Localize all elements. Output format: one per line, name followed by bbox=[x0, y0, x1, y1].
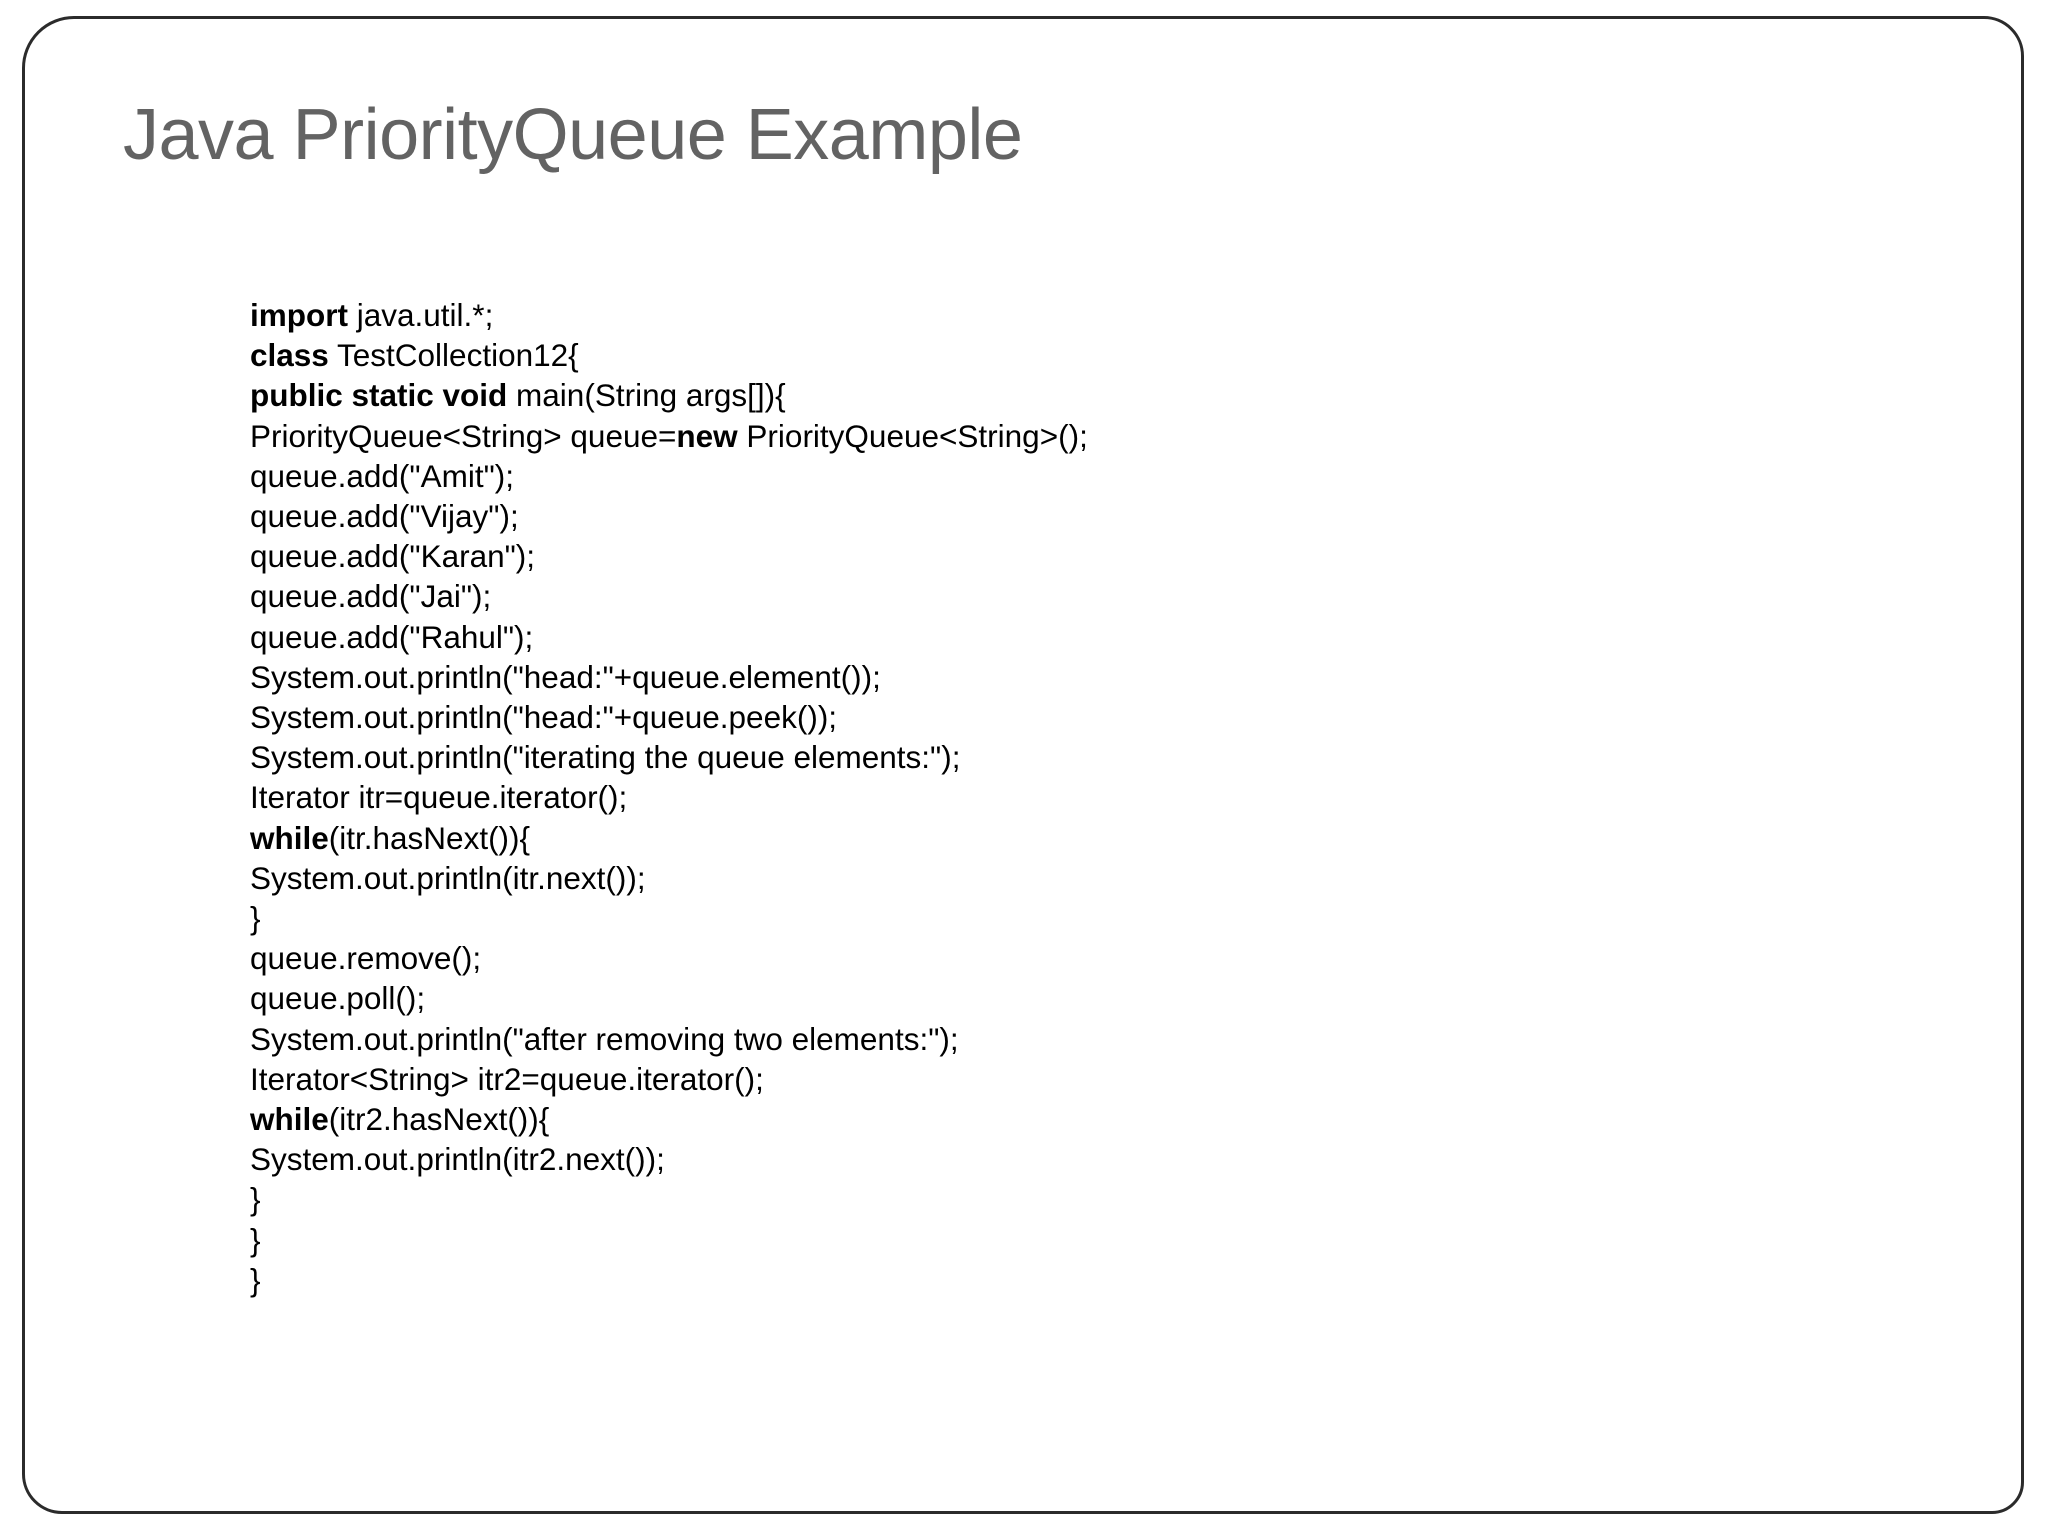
code-line: public static void main(String args[]){ bbox=[250, 375, 1950, 415]
code-line: System.out.println("head:"+queue.peek())… bbox=[250, 697, 1950, 737]
page-title: Java PriorityQueue Example bbox=[123, 95, 1023, 175]
code-line: System.out.println("after removing two e… bbox=[250, 1019, 1950, 1059]
code-text: System.out.println("head:"+queue.peek())… bbox=[250, 699, 838, 736]
code-block: import java.util.*;class TestCollection1… bbox=[250, 295, 1950, 1300]
code-text: } bbox=[250, 1221, 261, 1258]
code-line: while(itr.hasNext()){ bbox=[250, 818, 1950, 858]
code-text: queue.add("Vijay"); bbox=[250, 498, 519, 535]
code-keyword: while bbox=[250, 819, 329, 856]
code-text: } bbox=[250, 900, 261, 937]
code-line: System.out.println(itr.next()); bbox=[250, 858, 1950, 898]
code-text: System.out.println(itr2.next()); bbox=[250, 1141, 665, 1178]
code-text: TestCollection12{ bbox=[328, 337, 579, 374]
code-text: System.out.println("head:"+queue.element… bbox=[250, 658, 881, 695]
code-text: queue.add("Jai"); bbox=[250, 578, 492, 615]
code-keyword: import bbox=[250, 297, 348, 333]
code-line: queue.add("Jai"); bbox=[250, 576, 1950, 616]
code-text: queue.remove(); bbox=[250, 940, 482, 977]
code-text: queue.add("Rahul"); bbox=[250, 618, 534, 655]
code-line: System.out.println(itr2.next()); bbox=[250, 1139, 1950, 1179]
code-line: while(itr2.hasNext()){ bbox=[250, 1099, 1950, 1139]
code-keyword: new bbox=[676, 417, 738, 454]
slide-frame: Java PriorityQueue Example import java.u… bbox=[22, 16, 2024, 1514]
code-line: System.out.println("head:"+queue.element… bbox=[250, 657, 1950, 697]
code-text: Iterator itr=queue.iterator(); bbox=[250, 779, 628, 816]
code-line: queue.add("Rahul"); bbox=[250, 617, 1950, 657]
code-text: java.util.*; bbox=[348, 297, 494, 333]
code-text: (itr.hasNext()){ bbox=[328, 819, 531, 856]
code-line: Iterator itr=queue.iterator(); bbox=[250, 777, 1950, 817]
code-line: queue.poll(); bbox=[250, 978, 1950, 1018]
code-text: System.out.println("iterating the queue … bbox=[250, 739, 961, 776]
code-keyword: while bbox=[250, 1101, 329, 1138]
code-text: (itr2.hasNext()){ bbox=[328, 1101, 550, 1138]
code-line: queue.add("Vijay"); bbox=[250, 496, 1950, 536]
code-line: queue.add("Amit"); bbox=[250, 456, 1950, 496]
code-line: queue.add("Karan"); bbox=[250, 536, 1950, 576]
code-text: Iterator<String> itr2=queue.iterator(); bbox=[250, 1060, 764, 1097]
code-text: System.out.println("after removing two e… bbox=[250, 1020, 959, 1057]
code-line: Iterator<String> itr2=queue.iterator(); bbox=[250, 1059, 1950, 1099]
code-text: queue.add("Amit"); bbox=[250, 457, 514, 494]
code-text: PriorityQueue<String> queue= bbox=[250, 417, 677, 454]
code-text: PriorityQueue<String>(); bbox=[737, 417, 1088, 454]
code-line: } bbox=[250, 898, 1950, 938]
code-line: class TestCollection12{ bbox=[250, 335, 1950, 375]
code-text: } bbox=[250, 1181, 261, 1218]
code-line: queue.remove(); bbox=[250, 938, 1950, 978]
code-text: main(String args[]){ bbox=[507, 377, 786, 414]
code-keyword: class bbox=[250, 337, 329, 374]
code-line: } bbox=[250, 1220, 1950, 1260]
code-text: queue.poll(); bbox=[250, 980, 426, 1017]
code-text: System.out.println(itr.next()); bbox=[250, 859, 646, 896]
code-line: PriorityQueue<String> queue=new Priority… bbox=[250, 416, 1950, 456]
code-text: queue.add("Karan"); bbox=[250, 538, 536, 575]
code-line: } bbox=[250, 1179, 1950, 1219]
code-line: } bbox=[250, 1260, 1950, 1300]
code-text: } bbox=[250, 1261, 261, 1298]
code-line: System.out.println("iterating the queue … bbox=[250, 737, 1950, 777]
code-keyword: public static void bbox=[250, 377, 508, 414]
code-line: import java.util.*; bbox=[250, 295, 1950, 335]
